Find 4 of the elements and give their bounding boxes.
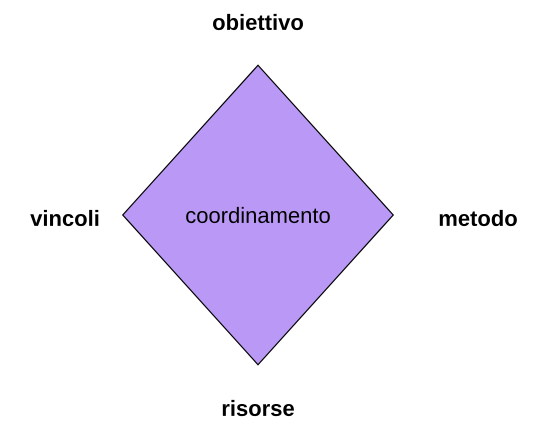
- vertex-label: risorse: [222, 400, 294, 416]
- vertex-label: obiettivo: [213, 14, 303, 30]
- vertex-label: metodo: [440, 210, 517, 226]
- vertex-label: vincoli: [30, 210, 98, 226]
